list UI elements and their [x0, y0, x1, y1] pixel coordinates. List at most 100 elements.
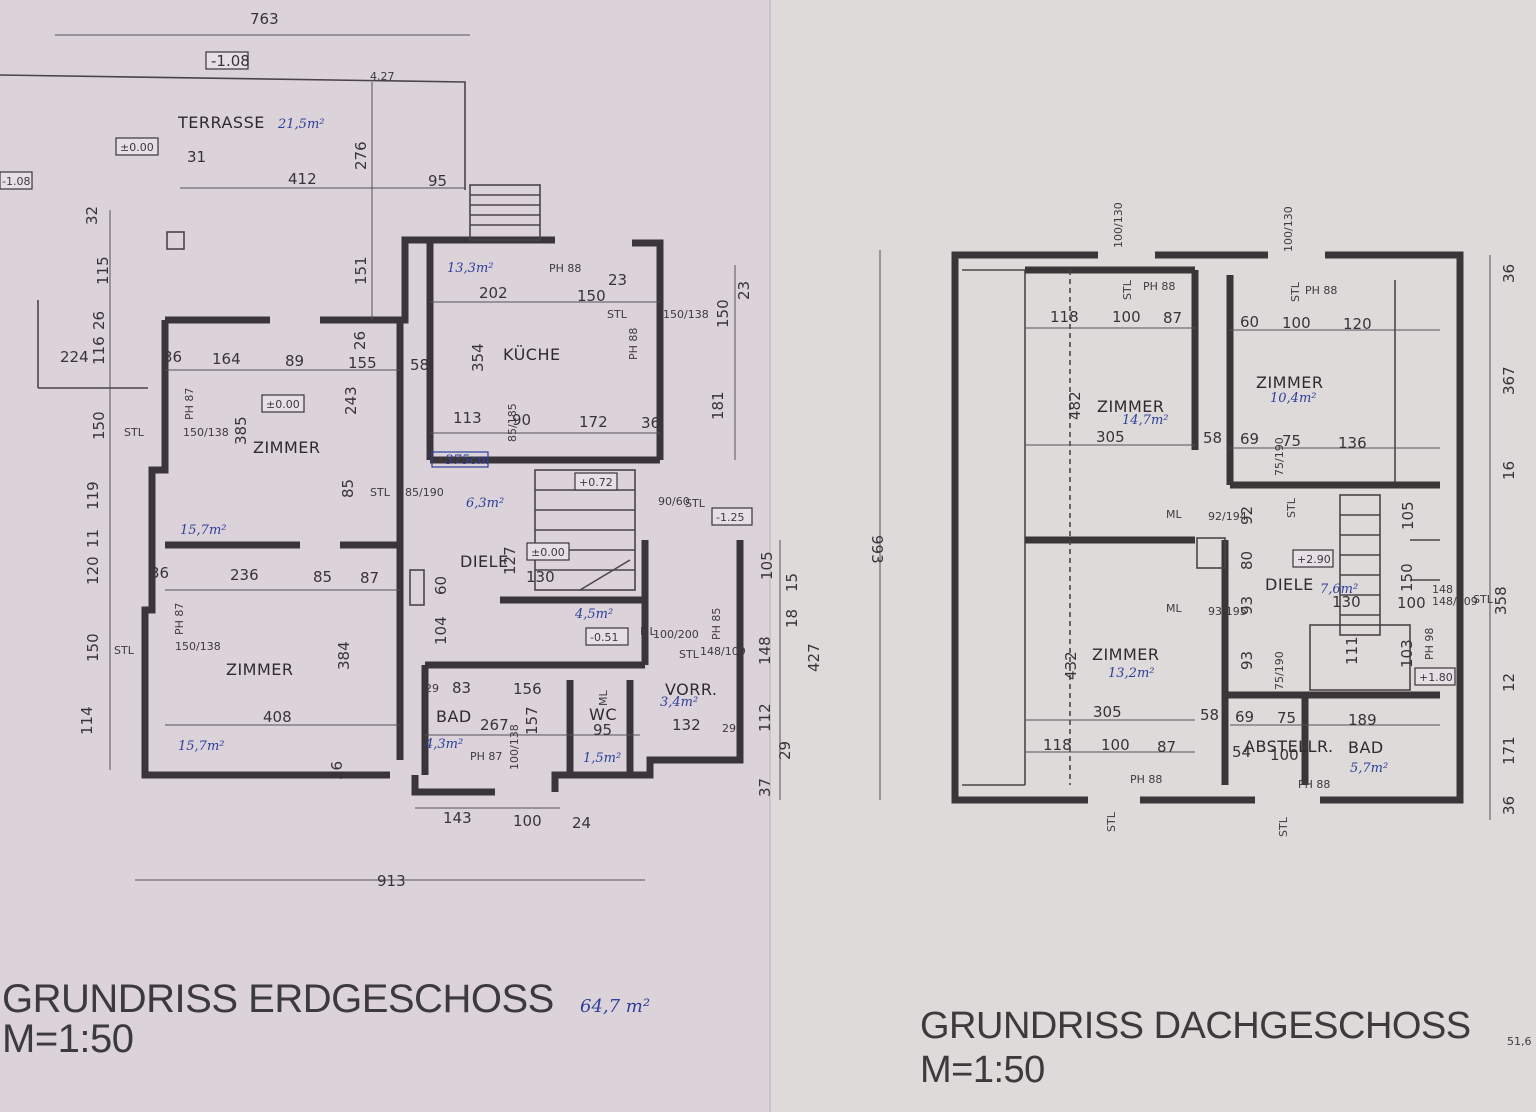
level-tag-box	[585, 627, 629, 646]
level-tag-box	[0, 171, 33, 190]
room-label-kueche: KÜCHE	[503, 345, 561, 364]
annotation-stl: STL	[1105, 811, 1118, 832]
annotation-ph: PH 87	[183, 388, 196, 420]
dim-label: 427	[805, 643, 823, 672]
dim-label: 36	[1500, 264, 1518, 283]
chimney	[1196, 537, 1226, 569]
annotation-ph: PH 88	[1305, 284, 1337, 297]
dim-label: 119	[84, 481, 102, 510]
annotation-stl: STL	[370, 486, 391, 499]
dim-label: 118	[1043, 736, 1072, 754]
room-area-bad: 4,3m²	[424, 737, 463, 752]
annotation-stl: STL	[607, 308, 628, 321]
dim-label: 89	[285, 352, 304, 370]
annotation-stl: STL	[679, 648, 700, 661]
annotation-ph: PH 88	[1298, 778, 1330, 791]
dim-label: 150	[1398, 563, 1416, 592]
level-tag: -1.25	[716, 511, 744, 524]
dim-label: 32	[83, 206, 101, 225]
dim-label: 36	[163, 348, 182, 366]
dim-label: 93	[1238, 651, 1256, 670]
annotation-window: 100/138	[508, 724, 521, 770]
room-label-diele: DIELE	[460, 552, 509, 571]
dim-label: 150	[714, 299, 732, 328]
dim-label: 54	[1232, 743, 1251, 761]
dim-label: 243	[342, 386, 360, 415]
dim-label: 23	[735, 281, 753, 300]
ground-floor-plan: -1.08 -1.08 ±0.00 ±0.00 ±0.00 +0.72 -1.2…	[0, 10, 886, 890]
dim-label: 118	[1050, 308, 1079, 326]
room-label-abstellr: ABSTELLR.	[1244, 737, 1334, 756]
left-sheet	[0, 0, 770, 1112]
annotation-ph: PH 88	[1130, 773, 1162, 786]
level-tag: ±0.00	[120, 141, 154, 154]
annotation-ph: PH 87	[470, 750, 502, 763]
dim-label: 69	[1240, 430, 1259, 448]
level-tag-box	[574, 472, 618, 491]
annotation-door: 93/195	[1208, 605, 1247, 618]
room-area-diele: 6,3m²	[466, 496, 504, 511]
dim-label: 385	[232, 416, 250, 445]
room-area-zimmer: 13,2m²	[1108, 666, 1154, 681]
stair-upper	[1309, 494, 1440, 691]
dim-label: 408	[263, 708, 292, 726]
room-label-zimmer: ZIMMER	[1097, 397, 1165, 416]
dim-label: 116	[90, 336, 108, 365]
dim-label: 75	[1282, 432, 1301, 450]
dim-label: 913	[377, 872, 406, 890]
dim-label: 100	[1397, 594, 1426, 612]
upper-floor-area: 51,6	[1507, 1035, 1532, 1048]
dim-label: 151	[352, 256, 370, 285]
dim-label: 157	[523, 706, 541, 735]
dim-label: 136	[1338, 434, 1367, 452]
room-label-terrasse: TERRASSE	[177, 113, 265, 132]
room-label-wc: WC	[589, 705, 617, 724]
dim-label: 358	[1492, 586, 1510, 615]
room-label-zimmer: ZIMMER	[1256, 373, 1324, 392]
dim-label: 103	[1398, 639, 1416, 668]
dim-label: 26	[90, 311, 108, 330]
annotation-door: 148/109	[1432, 595, 1478, 608]
wall	[1320, 251, 1464, 804]
room-area-terrasse: 21,5m²	[277, 117, 324, 132]
dim-label: 113	[453, 409, 482, 427]
dim-label: 92	[1238, 506, 1256, 525]
annotation-ph: PH 88	[1143, 280, 1175, 293]
dim-label: 150	[577, 287, 606, 305]
dim-label: 172	[579, 413, 608, 431]
annotation-stl: STL	[1473, 593, 1494, 606]
titles: GRUNDRISS ERDGESCHOSS M=1:50 64,7 m² GRU…	[2, 977, 1532, 1091]
room-area-wc: 1,5m²	[583, 751, 621, 766]
room-label-diele: DIELE	[1265, 575, 1314, 594]
dim-label: 189	[1348, 711, 1377, 729]
wall	[551, 540, 744, 792]
annotation-ph: PH 88	[549, 262, 581, 275]
room-area-zimmer: 14,7m²	[1122, 413, 1168, 428]
wall	[141, 320, 390, 779]
dim-label: 26	[351, 331, 369, 350]
room-label-vorr: VORR.	[665, 680, 718, 699]
dim-label: 305	[1096, 428, 1125, 446]
level-tag: +0.72	[579, 476, 613, 489]
dim-label: 763	[250, 10, 279, 28]
ground-floor-scale: M=1:50	[2, 1017, 134, 1061]
level-tag-box	[711, 507, 753, 526]
annotation-ph: PH 87	[173, 603, 186, 635]
annotation-window: 90/60	[658, 495, 690, 508]
annotation-window: 150/138	[663, 308, 709, 321]
dim-label: 87	[360, 569, 379, 587]
dim-label: 132	[672, 716, 701, 734]
annotation-door: 75/190	[1273, 437, 1286, 476]
dim-label: 31	[187, 148, 206, 166]
dim-label: 993	[868, 535, 886, 564]
annotation-door: 92/194	[1208, 510, 1247, 523]
wall	[951, 251, 1098, 804]
dim-label: 111	[1343, 636, 1361, 665]
level-tag-box	[261, 394, 305, 413]
annotation-ph: PH 88	[627, 328, 640, 360]
dim-label: 120	[1343, 315, 1372, 333]
annotation-window: 150/138	[175, 640, 221, 653]
annotation-stl: STL	[1285, 497, 1298, 518]
dim-label: 36	[1500, 796, 1518, 815]
room-label-bad: BAD	[1348, 738, 1384, 757]
